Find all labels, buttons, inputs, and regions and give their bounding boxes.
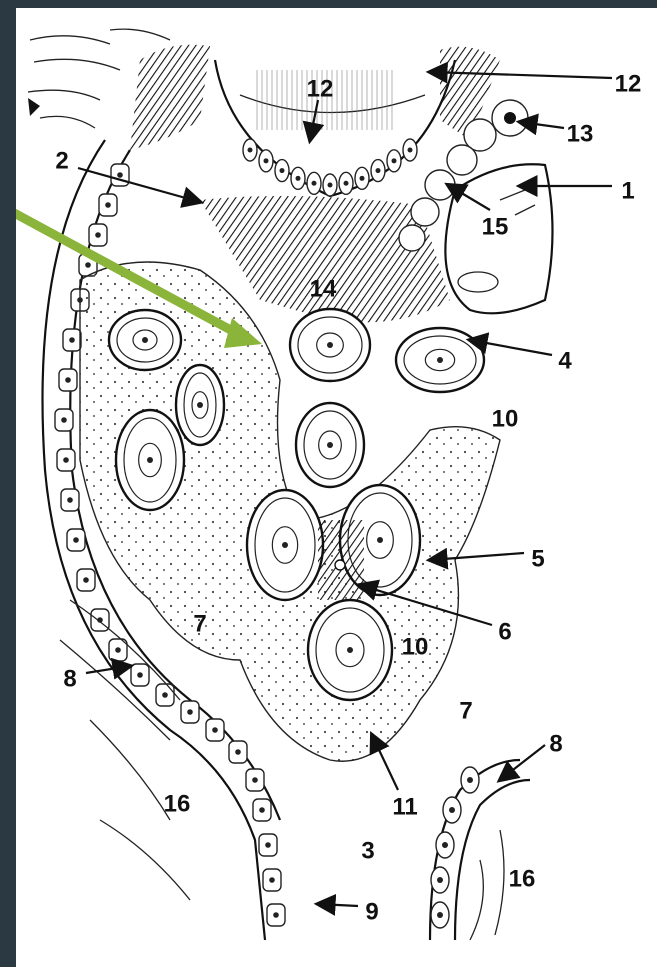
- label-7: 7: [459, 697, 472, 724]
- label-10: 10: [402, 633, 429, 660]
- label-1: 1: [621, 177, 634, 204]
- label-6: 6: [498, 618, 511, 645]
- leader-line-15: [448, 185, 490, 210]
- right-lower-epithelium: [430, 760, 530, 940]
- label-3: 3: [361, 837, 374, 864]
- leader-line-9: [318, 904, 358, 906]
- label-8: 8: [63, 665, 76, 692]
- label-12: 12: [307, 75, 334, 102]
- label-2: 2: [55, 147, 68, 174]
- leader-line-2: [78, 168, 200, 202]
- label-11: 11: [392, 793, 417, 820]
- label-16: 16: [509, 865, 536, 892]
- upper-epithelium: [215, 60, 455, 196]
- label-10: 10: [492, 405, 519, 432]
- label-4: 4: [558, 347, 572, 374]
- label-14: 14: [310, 275, 337, 302]
- label-9: 9: [365, 898, 378, 925]
- label-5: 5: [531, 545, 544, 572]
- label-15: 15: [482, 213, 509, 240]
- label-7: 7: [193, 610, 206, 637]
- label-8: 8: [549, 730, 562, 757]
- label-16: 16: [164, 790, 191, 817]
- label-13: 13: [567, 120, 594, 147]
- label-12: 12: [615, 70, 642, 97]
